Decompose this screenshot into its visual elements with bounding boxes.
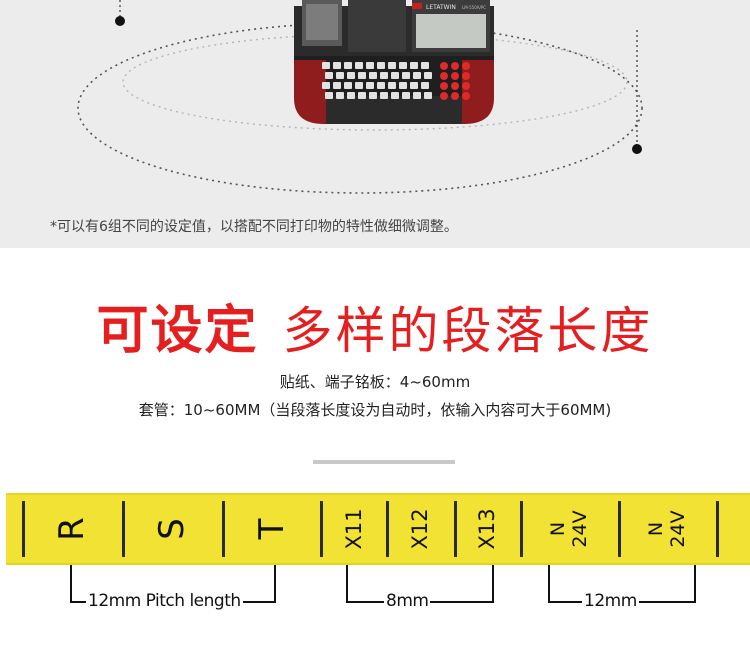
keyboard-key <box>366 62 374 69</box>
keyboard-key <box>402 92 410 99</box>
pitch-length-label: 12mm Pitch length <box>86 591 243 611</box>
section-heading: 可设定多样的段落长度 <box>0 288 750 363</box>
marker-tape: R S T X11 X12 X13 N 24V N 24V <box>6 493 750 565</box>
desc-line-1: 贴纸、端子铭板：4~60mm <box>279 373 471 391</box>
keyboard-key <box>366 82 374 89</box>
red-key <box>440 62 448 70</box>
keyboard-key <box>391 72 399 79</box>
red-key <box>451 92 459 100</box>
tape-separator <box>386 501 389 557</box>
keyboard-key <box>355 62 363 69</box>
keyboard-key <box>322 82 330 89</box>
keyboard-key <box>358 92 366 99</box>
red-key <box>462 72 470 80</box>
keyboard-key <box>369 92 377 99</box>
red-key <box>440 82 448 90</box>
outer-orbit-ring <box>77 22 643 194</box>
keyboard-key <box>336 72 344 79</box>
inner-orbit-ring <box>122 33 628 131</box>
tape-separator <box>122 501 125 557</box>
keyboard-key <box>399 82 407 89</box>
keyboard-key <box>344 62 352 69</box>
keyboard-key <box>399 62 407 69</box>
tape-separator <box>716 501 719 557</box>
keyboard-key <box>347 92 355 99</box>
heading-strong: 可设定 <box>96 301 259 361</box>
stacked-bottom: 24V <box>569 510 591 548</box>
red-keypad <box>440 62 470 100</box>
keyboard-key <box>369 72 377 79</box>
keyboard-key <box>410 82 418 89</box>
red-key <box>462 82 470 90</box>
keyboard-key <box>333 82 341 89</box>
red-key <box>451 62 459 70</box>
keyboard-key <box>377 62 385 69</box>
tape-separator <box>22 501 25 557</box>
stacked-bottom: 24V <box>667 510 689 548</box>
tape-label-n24v-1: N 24V <box>547 510 591 547</box>
keyboard-key <box>402 72 410 79</box>
stacked-top: N <box>645 521 667 537</box>
device-model: LM-550A/PC <box>462 5 486 10</box>
keyboard-key <box>322 62 330 69</box>
keyboard-key <box>380 72 388 79</box>
keyboard-key <box>421 62 429 69</box>
tape-label-t: T <box>252 518 292 540</box>
tape-separator <box>618 501 621 557</box>
right-dimension-label: 12mm <box>582 591 639 611</box>
keyboard-key <box>355 82 363 89</box>
keyboard-key <box>325 72 333 79</box>
red-key <box>440 72 448 80</box>
label-printer-device: LETATWIN LM-550A/PC <box>294 0 494 124</box>
keyboard-key <box>347 72 355 79</box>
heading-light: 多样的段落长度 <box>282 302 654 360</box>
red-key <box>462 62 470 70</box>
desc-line-2: 套管：10~60MM（当段落长度设为自动时，依输入内容可大于60MM) <box>138 401 612 419</box>
tape-label-x12: X12 <box>408 508 432 550</box>
keyboard-key <box>325 92 333 99</box>
red-key <box>451 72 459 80</box>
keyboard-key <box>388 62 396 69</box>
tape-separator <box>520 501 523 557</box>
red-key <box>440 92 448 100</box>
tape-separator <box>320 501 323 557</box>
red-key <box>451 82 459 90</box>
keyboard-key <box>336 92 344 99</box>
tape-separator <box>222 501 225 557</box>
tape-label-n24v-2: N 24V <box>645 510 689 547</box>
tape-label-x13: X13 <box>475 508 499 550</box>
red-key <box>462 92 470 100</box>
product-photo-area: LETATWIN LM-550A/PC *可以有6组不同的设定值，以搭配不同打印… <box>0 0 750 248</box>
left-marker-dot <box>115 16 125 26</box>
keyboard-key <box>380 92 388 99</box>
right-marker-dot <box>632 144 642 154</box>
tape-label-x11: X11 <box>342 508 366 550</box>
tape-label-s: S <box>152 518 192 540</box>
keyboard-key <box>377 82 385 89</box>
middle-dimension-label: 8mm <box>384 591 431 611</box>
lcd-screen <box>416 14 486 48</box>
keyboard-key <box>344 82 352 89</box>
keyboard-key <box>410 62 418 69</box>
keyboard-key <box>413 72 421 79</box>
device-brand: LETATWIN <box>426 4 456 11</box>
settings-footnote: *可以有6组不同的设定值，以搭配不同打印物的特性做细微调整。 <box>50 219 458 235</box>
keyboard-key <box>421 82 429 89</box>
keyboard-key <box>413 92 421 99</box>
keyboard-key <box>333 62 341 69</box>
keyboard-key <box>391 92 399 99</box>
keyboard-keys <box>322 62 432 99</box>
divider <box>313 460 455 464</box>
keyboard-key <box>424 72 432 79</box>
tape-separator <box>454 501 457 557</box>
stacked-top: N <box>547 521 569 537</box>
tape-label-r: R <box>52 517 92 541</box>
keyboard-key <box>388 82 396 89</box>
keyboard-key <box>424 92 432 99</box>
keyboard-key <box>358 72 366 79</box>
orbit-diagram <box>77 0 643 194</box>
